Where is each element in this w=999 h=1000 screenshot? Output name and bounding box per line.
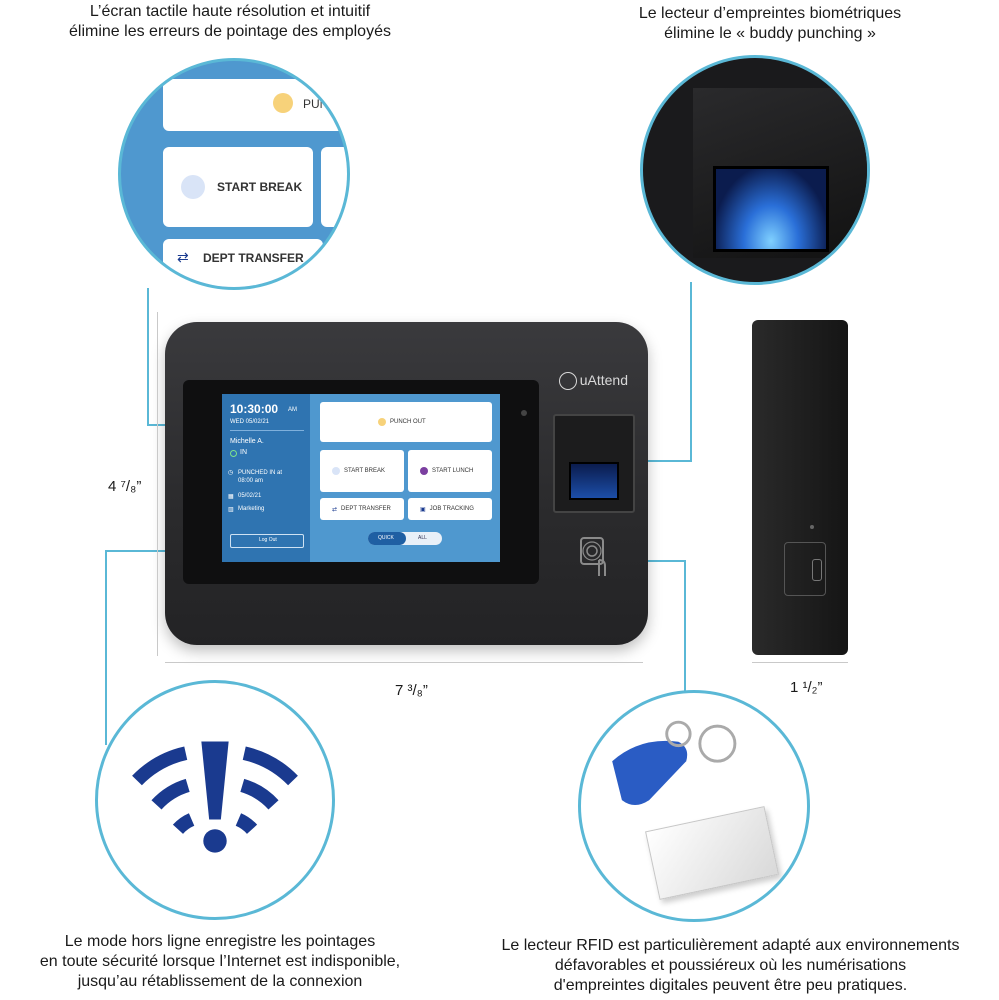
- height-dimension: 4 ⁷/₈”: [108, 478, 142, 495]
- rfid-keyfob-icon: [612, 720, 737, 806]
- camera-dot: [521, 410, 527, 416]
- fingerprint-reader[interactable]: [553, 414, 635, 513]
- logout-button[interactable]: Log Out: [230, 534, 304, 548]
- tap-card-icon: [580, 537, 606, 576]
- toggle-quick[interactable]: QUICK: [368, 532, 406, 545]
- touchscreen: 10:30:00 AM WED 05/02/21 Michelle A. IN …: [222, 394, 500, 562]
- calendar-icon: ▦: [228, 494, 234, 500]
- clock-time: 10:30:00: [230, 402, 279, 416]
- status-dot-icon: [230, 450, 237, 457]
- building-icon: ▥: [228, 507, 234, 513]
- screen-sidebar: 10:30:00 AM WED 05/02/21 Michelle A. IN …: [222, 394, 310, 562]
- screen-bezel: 10:30:00 AM WED 05/02/21 Michelle A. IN …: [183, 380, 539, 584]
- brand-logo: uAttend: [558, 372, 628, 391]
- fingerprint-zoom: [640, 55, 870, 285]
- offline-mode-zoom: [95, 680, 335, 920]
- start-lunch-button[interactable]: START LUNCH: [408, 450, 492, 492]
- device-side-view: [752, 320, 848, 655]
- rfid-zoom: [578, 690, 810, 922]
- biometric-caption: Le lecteur d’empreintes biométriques éli…: [638, 5, 902, 42]
- zoom-tile-partial: [321, 147, 347, 227]
- width-dimension: 7 ³/₈”: [395, 682, 428, 699]
- job-tracking-button[interactable]: ▣JOB TRACKING: [408, 498, 492, 520]
- clock-icon: ◷: [228, 470, 234, 476]
- fingerprint-icon: [713, 166, 829, 252]
- punch-icon: [378, 418, 386, 426]
- time-clock-device: uAttend 10:30:00 AM WED 05/02/21 Michell…: [165, 322, 648, 645]
- punch-out-button[interactable]: PUNCH OUT: [320, 402, 492, 442]
- touchscreen-zoom: PUN START BREAK ⇄ DEPT TRANSFER: [118, 58, 350, 290]
- punch-icon: [273, 93, 293, 113]
- offline-caption: Le mode hors ligne enregistre les pointa…: [39, 933, 401, 990]
- dept-transfer-button[interactable]: ⇄DEPT TRANSFER: [320, 498, 404, 520]
- lunch-icon: [420, 467, 428, 475]
- shuffle-icon: ⇄: [332, 506, 338, 513]
- coffee-icon: [181, 175, 205, 199]
- zoom-tile-punch: PUN: [163, 79, 347, 131]
- zoom-tile-dept-transfer: ⇄ DEPT TRANSFER: [163, 239, 323, 287]
- user-name: Michelle A.: [230, 438, 264, 445]
- fingerprint-icon: [569, 462, 619, 500]
- usb-port-housing: [784, 542, 826, 596]
- rfid-caption: Le lecteur RFID est particulièrement ada…: [501, 937, 960, 994]
- depth-dimension: 1 ¹/₂”: [790, 679, 823, 696]
- start-break-button[interactable]: START BREAK: [320, 450, 404, 492]
- view-toggle[interactable]: QUICK ALL: [368, 532, 442, 545]
- toggle-all[interactable]: ALL: [418, 535, 427, 541]
- briefcase-icon: ▣: [420, 506, 426, 513]
- wifi-warning-icon: [132, 741, 298, 853]
- shuffle-icon: ⇄: [177, 249, 189, 265]
- zoom-tile-start-break: START BREAK: [163, 147, 313, 227]
- coffee-icon: [332, 467, 340, 475]
- usb-port-icon: [812, 559, 822, 581]
- touchscreen-caption: L’écran tactile haute résolution et intu…: [69, 3, 391, 40]
